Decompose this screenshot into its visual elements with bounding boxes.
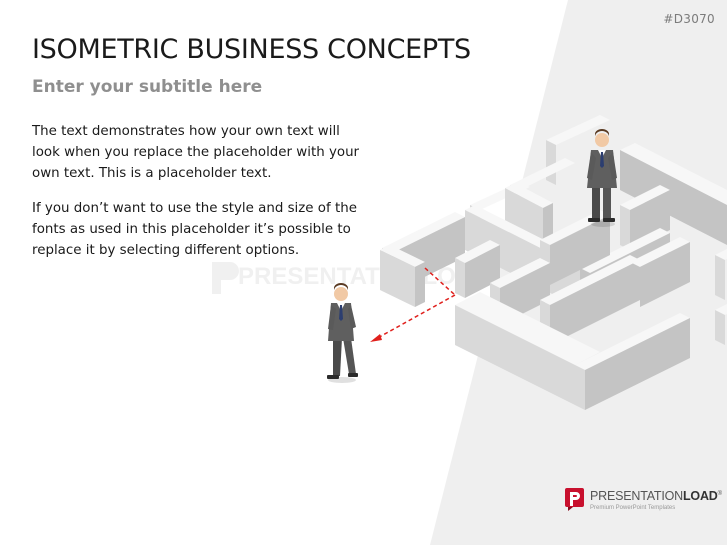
logo-trademark: ® — [717, 491, 722, 498]
dashed-arrow-icon — [370, 267, 456, 342]
maze-wall — [620, 185, 670, 250]
maze-wall — [620, 143, 727, 245]
body-text-box[interactable]: The text demonstrates how your own text … — [32, 121, 362, 275]
logo-name-regular: PRESENTATION — [590, 489, 683, 504]
presentationload-logo-icon — [565, 488, 584, 511]
maze-wall — [455, 292, 600, 405]
slide-id: #D3070 — [663, 12, 715, 26]
maze-wall — [630, 237, 690, 307]
businessman-figure — [587, 129, 617, 227]
page-title[interactable]: ISOMETRIC BUSINESS CONCEPTS — [32, 34, 471, 65]
body-paragraph-2: If you don’t want to use the style and s… — [32, 201, 357, 258]
maze-wall — [715, 304, 727, 345]
logo-name-bold: LOAD — [682, 489, 718, 504]
maze-wall — [540, 255, 640, 345]
page-subtitle[interactable]: Enter your subtitle here — [32, 77, 263, 97]
maze-wall — [575, 313, 690, 410]
body-paragraph-1: The text demonstrates how your own text … — [32, 124, 360, 181]
maze-wall — [380, 245, 425, 307]
watermark-text: PRESENTATIONLOAD — [238, 263, 490, 290]
businessman-figure — [327, 283, 358, 383]
presentationload-logo: PRESENTATIONLOAD® Premium PowerPoint Tem… — [565, 488, 722, 511]
logo-tagline: Premium PowerPoint Templates — [590, 504, 676, 511]
maze-wall — [455, 240, 500, 298]
maze-wall — [715, 249, 727, 300]
logo-wordmark: PRESENTATIONLOAD® — [590, 488, 722, 503]
